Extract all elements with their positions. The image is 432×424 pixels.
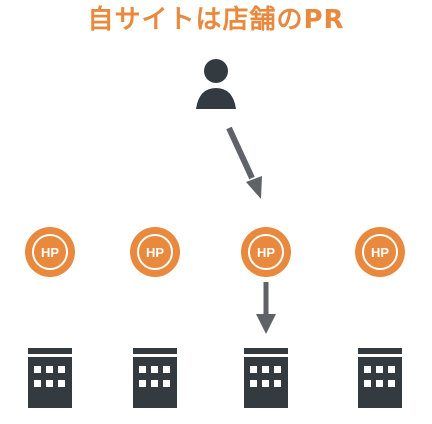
hp-badge-label: HP [41,245,59,260]
diagram-title: 自サイトは店舗のPR [87,5,345,35]
hp-circle-icon-1: HP [25,227,75,277]
hp-circle-icon-3: HP [241,227,291,277]
building-icon-1 [28,348,72,408]
hp-badge-label: HP [371,245,389,260]
person-icon [196,59,236,109]
hp-badge-label: HP [146,245,164,260]
hp-circle-icon-4: HP [355,227,405,277]
arrow-site-to-store [256,282,276,334]
arrow-person-to-site [226,126,262,199]
hp-badge-label: HP [257,245,275,260]
building-icon-4 [358,348,402,408]
building-icon-2 [133,348,177,408]
building-icon-3 [244,348,288,408]
hp-circle-icon-2: HP [130,227,180,277]
